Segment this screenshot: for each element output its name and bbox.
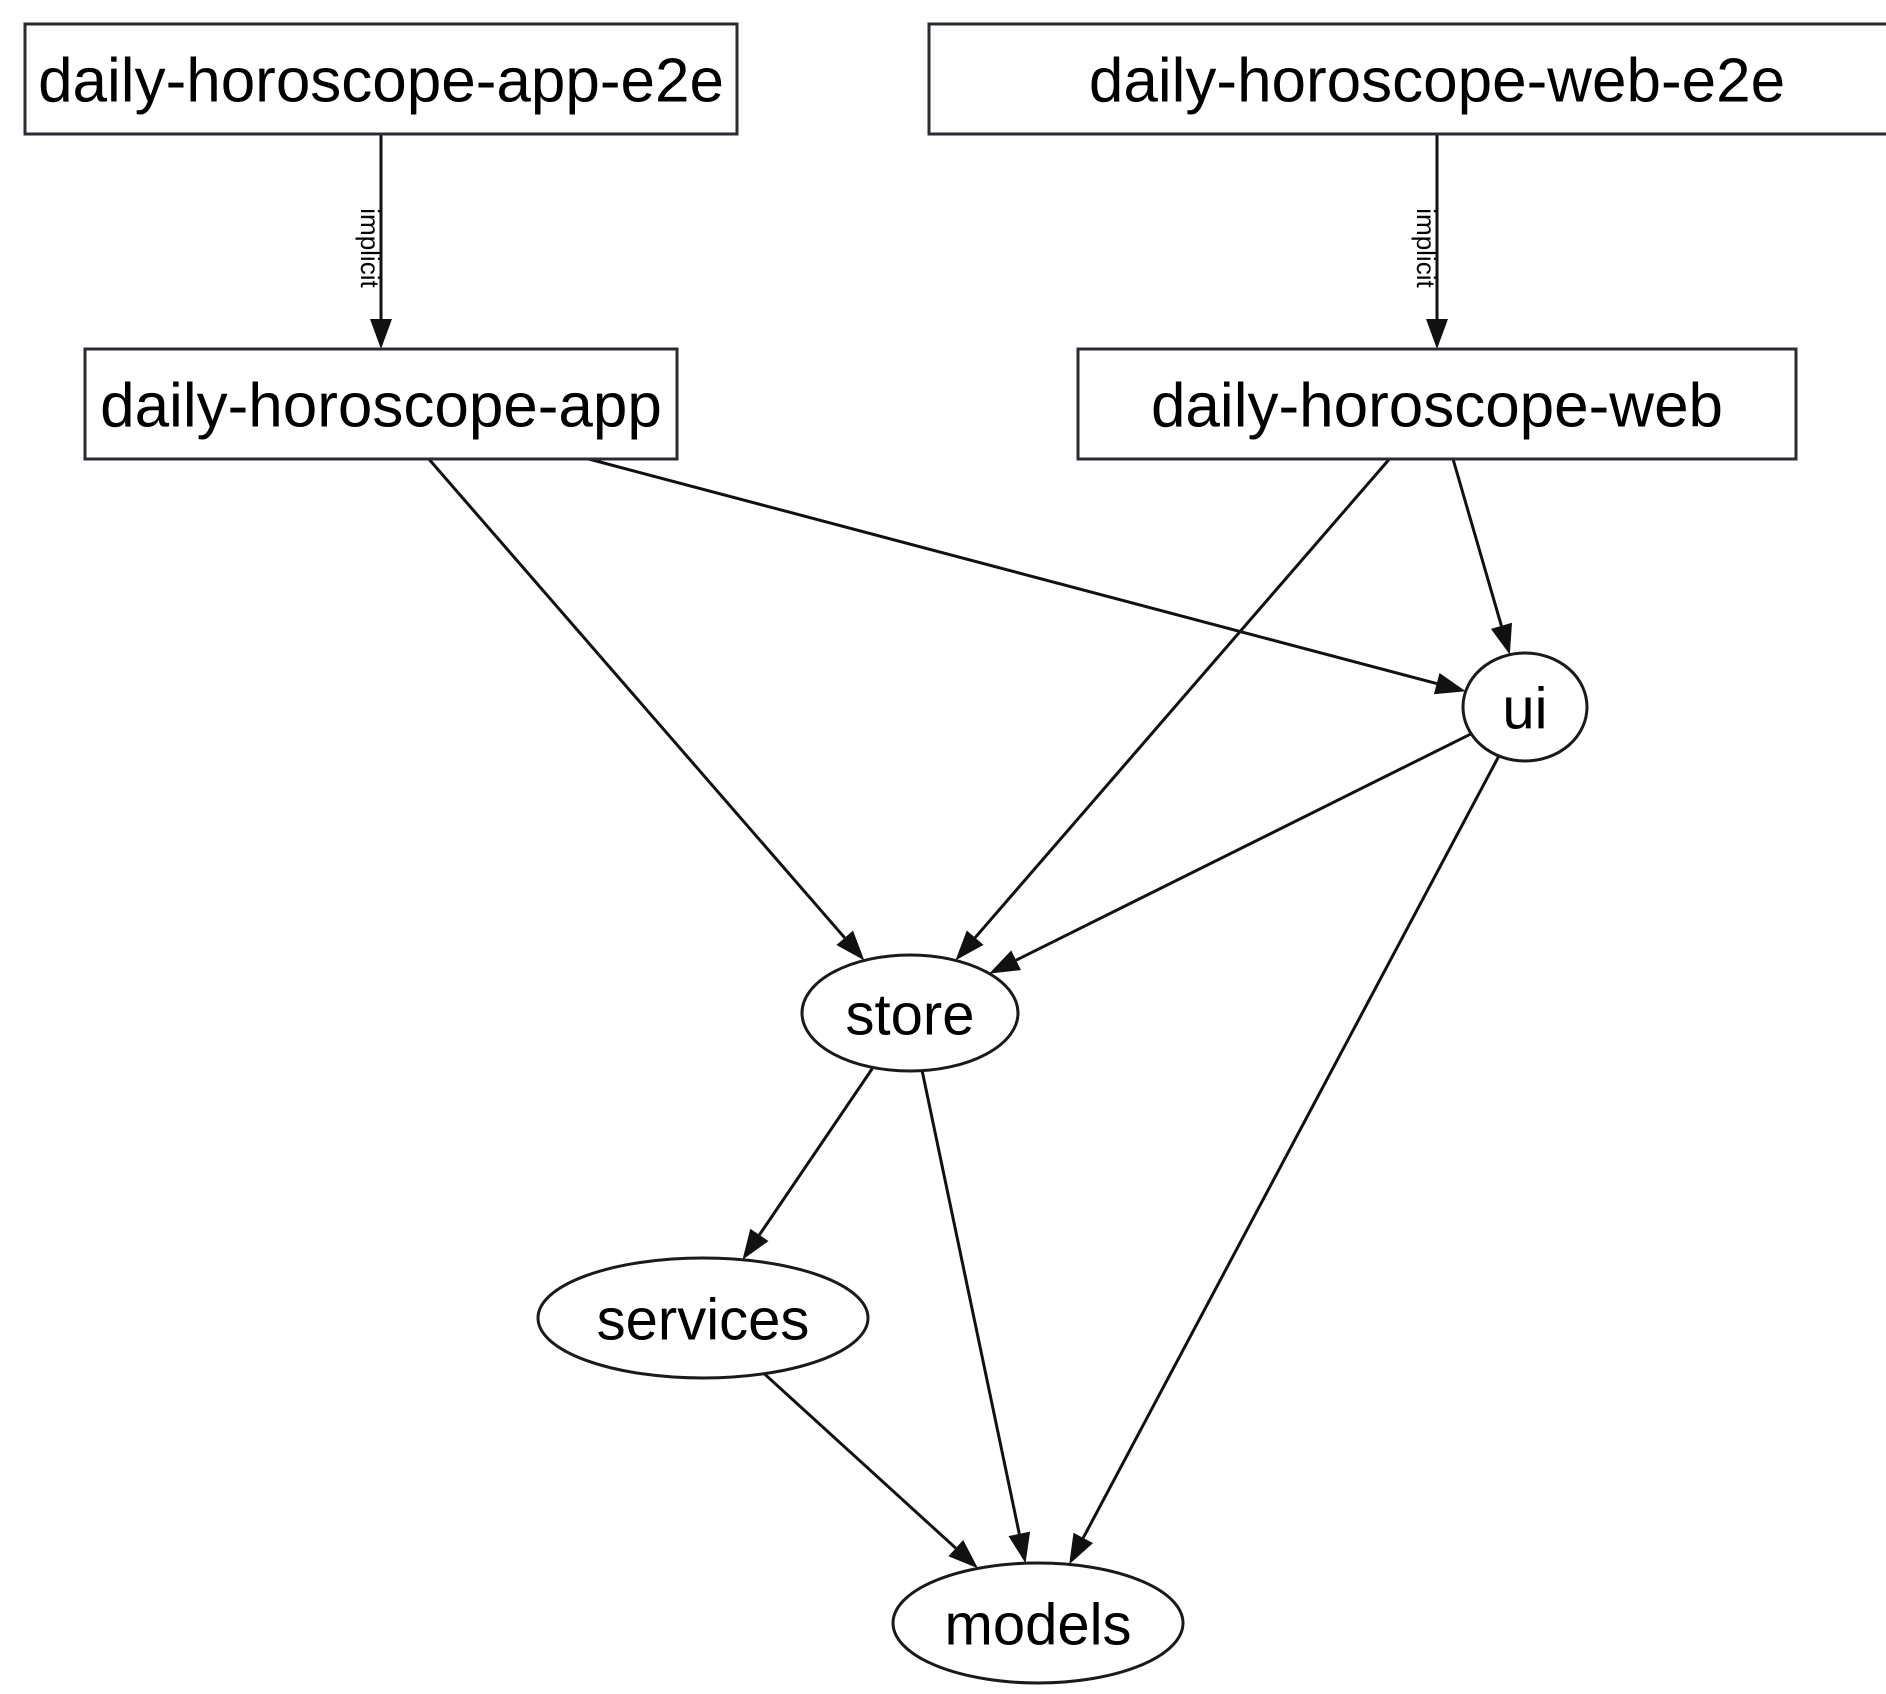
edge-store-to-models	[920, 1070, 1031, 1564]
node-shape-ellipse	[536, 1256, 870, 1380]
node-label-models: models	[945, 1593, 1132, 1658]
edge-line	[588, 457, 1438, 686]
node-shape-ellipse	[1461, 651, 1589, 763]
edge-line	[427, 458, 846, 939]
arrowhead-icon	[1426, 319, 1448, 349]
node-shape-rect	[23, 22, 739, 136]
edge-ui-to-models	[1069, 755, 1501, 1565]
edge-line	[973, 458, 1391, 939]
node-label-web: daily-horoscope-web	[1151, 372, 1723, 441]
edge-services-to-models	[763, 1372, 978, 1569]
edge-line	[1015, 732, 1472, 962]
arrowhead-icon	[1069, 1532, 1093, 1565]
edge-store-to-services	[742, 1066, 875, 1260]
node-app[interactable]: daily-horoscope-app	[83, 347, 679, 461]
arrowhead-icon	[742, 1228, 769, 1260]
node-label-web-e2e: daily-horoscope-web-e2e	[1089, 47, 1785, 116]
edge-line	[758, 1066, 875, 1236]
arrowhead-icon	[1433, 673, 1466, 695]
node-web[interactable]: daily-horoscope-web	[1076, 347, 1798, 461]
node-web-e2e[interactable]: daily-horoscope-web-e2e	[927, 22, 1886, 136]
edge-ui-to-store	[989, 732, 1472, 974]
node-label-app: daily-horoscope-app	[100, 372, 662, 441]
node-label-services: services	[597, 1288, 810, 1353]
edge-line	[1081, 755, 1501, 1539]
node-shape-ellipse	[891, 1561, 1185, 1685]
arrowhead-icon	[948, 1540, 978, 1569]
node-app-e2e[interactable]: daily-horoscope-app-e2e	[23, 22, 739, 136]
edge-app-e2e-to-app	[370, 134, 392, 349]
edge-web-to-ui	[1451, 458, 1512, 655]
node-label-ui: ui	[1502, 677, 1547, 742]
node-ui[interactable]: ui	[1461, 651, 1589, 763]
nodes-layer: daily-horoscope-app-e2e daily-horoscope-w…	[23, 22, 1886, 1685]
node-shape-ellipse	[800, 953, 1020, 1073]
node-services[interactable]: services	[536, 1256, 870, 1380]
arrowhead-icon	[1008, 1531, 1031, 1564]
node-label-store: store	[846, 983, 975, 1048]
edge-labels-layer: implicit implicit	[355, 208, 1441, 288]
node-models[interactable]: models	[891, 1561, 1185, 1685]
arrowhead-icon	[836, 930, 865, 961]
edge-line	[920, 1070, 1021, 1535]
arrowhead-icon	[1490, 622, 1512, 655]
edge-label-app-e2e-to-app: implicit	[355, 208, 385, 288]
node-shape-rect	[83, 347, 679, 461]
arrowhead-icon	[989, 950, 1021, 974]
edge-web-to-store	[955, 458, 1391, 961]
node-label-app-e2e: daily-horoscope-app-e2e	[38, 47, 724, 116]
node-store[interactable]: store	[800, 953, 1020, 1073]
edge-line	[763, 1372, 957, 1550]
edge-web-e2e-to-web	[1426, 134, 1448, 349]
edge-label-web-e2e-to-web: implicit	[1411, 208, 1441, 288]
edge-line	[1451, 458, 1503, 627]
arrowhead-icon	[370, 319, 392, 349]
edges-layer	[370, 134, 1512, 1569]
node-shape-rect	[927, 22, 1886, 136]
node-shape-rect	[1076, 347, 1798, 461]
edge-app-to-ui	[588, 457, 1466, 695]
edge-app-to-store	[427, 458, 865, 961]
arrowhead-icon	[955, 930, 984, 961]
